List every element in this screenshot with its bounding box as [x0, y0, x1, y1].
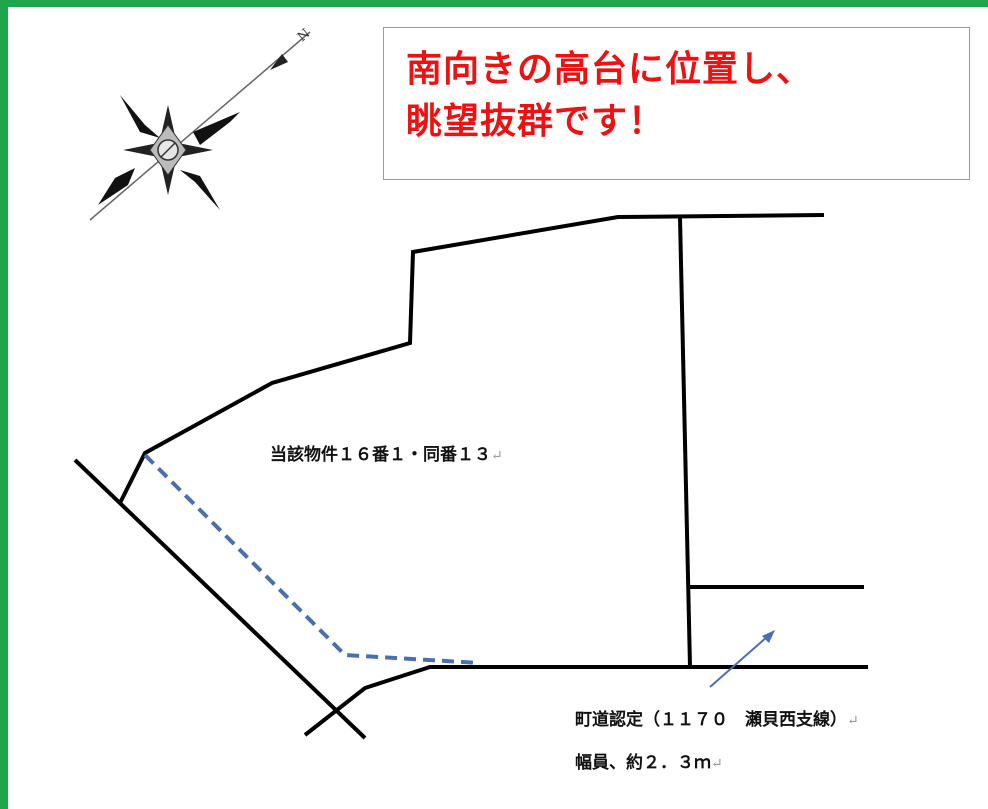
return-mark: ↵: [711, 756, 723, 772]
compass-ray-nw: [120, 95, 160, 138]
compass-rose-icon: N: [89, 26, 313, 221]
road-pointer-arrow: [709, 635, 769, 688]
diagonal-road-edge: [73, 458, 367, 740]
parcel-label-text: 当該物件１６番１・同番１３: [270, 445, 491, 465]
vertical-divider-line: [678, 217, 692, 668]
dashed-boundary-line: [143, 453, 481, 665]
compass-ray-w: [123, 143, 158, 157]
return-mark: ↵: [847, 713, 859, 729]
parcel-label: 当該物件１６番１・同番１３↵: [270, 440, 503, 465]
road-width-label: 幅員、約２．３ｍ↵: [575, 748, 723, 773]
compass-north-arrow: [270, 54, 288, 70]
road-designation-text: 町道認定（１１７０ 瀬貝西支線）: [575, 710, 847, 730]
road-pointer-arrowhead: [762, 630, 775, 643]
compass-ray-se: [180, 170, 220, 210]
callout-headline-line2: 眺望抜群です！: [406, 101, 666, 142]
lower-road-edge: [303, 665, 868, 737]
frame-border-left: [0, 0, 8, 809]
callout-box: 南向きの高台に位置し、 眺望抜群です！: [383, 27, 970, 180]
return-mark: ↵: [491, 448, 503, 464]
compass-ray-sw: [98, 168, 135, 205]
road-designation-label: 町道認定（１１７０ 瀬貝西支線）↵: [575, 705, 859, 730]
callout-headline-line1: 南向きの高台に位置し、: [406, 49, 814, 90]
road-width-text: 幅員、約２．３ｍ: [575, 753, 711, 773]
parcel-boundary-line: [118, 213, 825, 504]
frame-border-top: [0, 0, 988, 7]
compass-ray-ne: [193, 112, 240, 145]
compass-axis-line: [89, 31, 311, 221]
compass-ray-e: [178, 143, 213, 157]
